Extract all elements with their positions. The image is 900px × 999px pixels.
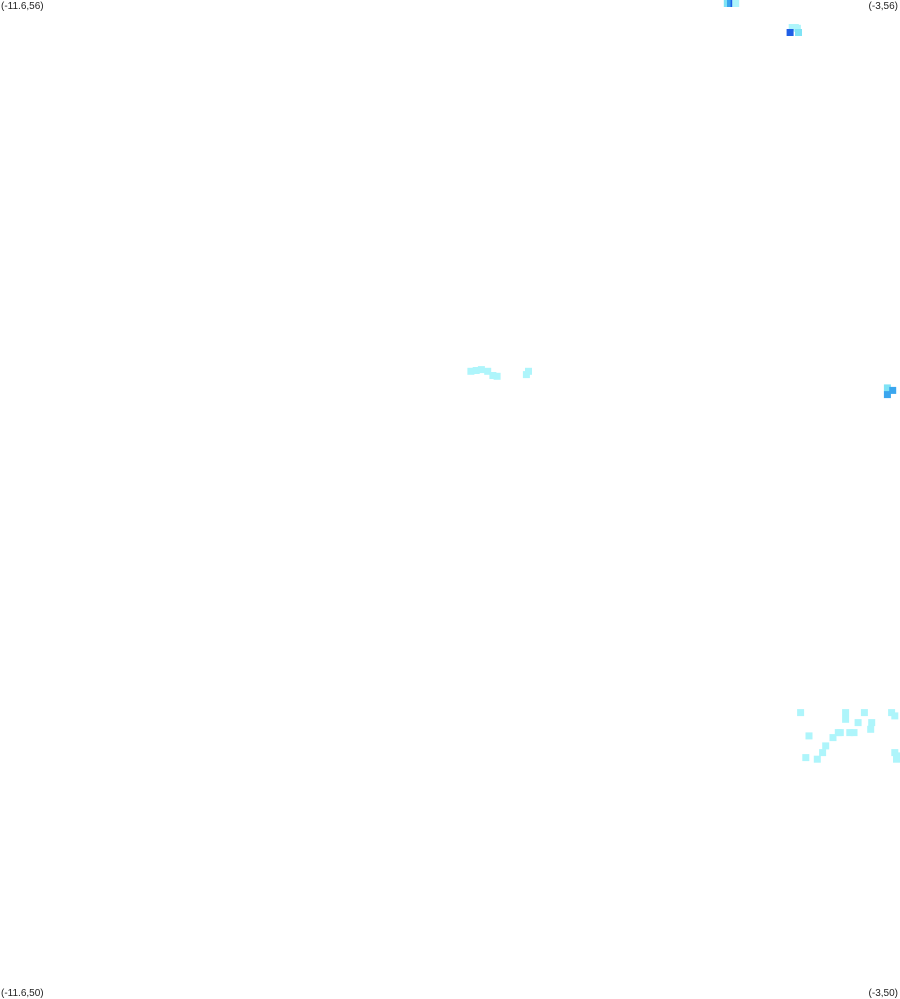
heat-cell [489, 372, 497, 379]
heat-cell [829, 734, 837, 742]
heat-cell [467, 367, 475, 375]
heat-cell [850, 729, 858, 737]
corner-label-top-right: (-3,56) [868, 1, 898, 12]
heat-cell [795, 29, 802, 36]
heat-cell [893, 755, 900, 763]
heat-cell [484, 367, 492, 375]
heat-cell [793, 24, 801, 32]
heat-cell [842, 715, 850, 723]
heat-cell [819, 749, 827, 757]
heat-cell [477, 366, 485, 374]
heat-cell [860, 709, 868, 717]
heat-cell [854, 719, 862, 727]
heat-cell [846, 729, 854, 737]
heat-cell [802, 754, 810, 762]
heat-cell [883, 384, 891, 392]
corner-label-bottom-left: (-11.6,50) [1, 988, 44, 999]
heat-cell [805, 732, 813, 740]
heat-cell [822, 742, 830, 750]
heat-cell [889, 386, 897, 394]
corner-label-top-left: (-11.6,56) [1, 1, 44, 12]
heat-cell [883, 391, 891, 399]
heat-cell [813, 755, 821, 763]
heat-cell [493, 372, 501, 380]
heat-cell [797, 709, 805, 717]
heat-cell [842, 709, 850, 717]
heat-cell [867, 725, 875, 733]
heat-cell [868, 719, 876, 727]
heat-cell [732, 0, 740, 7]
heat-cell [786, 29, 794, 36]
corner-label-bottom-right: (-3,50) [868, 988, 898, 999]
heat-cell [891, 712, 899, 720]
heat-cell [472, 367, 480, 374]
heat-cell [836, 729, 844, 737]
heat-cell [522, 371, 530, 379]
